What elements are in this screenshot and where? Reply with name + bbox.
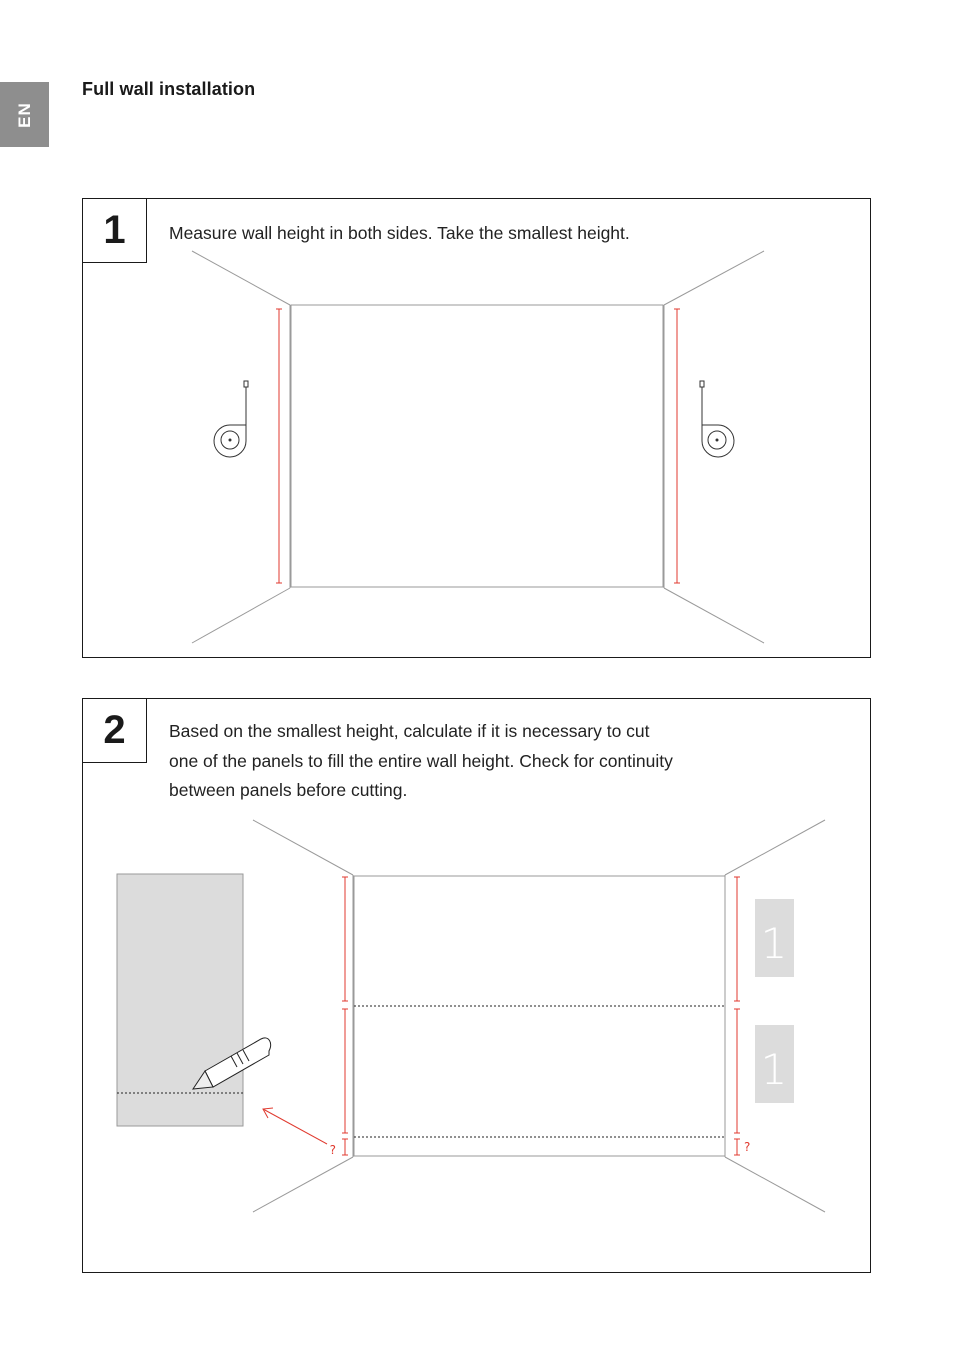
left-panel-measures: [342, 876, 348, 1156]
tape-measure-icon: [699, 380, 735, 458]
panel-seams: [354, 1005, 725, 1138]
tape-measure-icon: [213, 380, 249, 458]
step-2-line-3: between panels before cutting.: [169, 780, 408, 800]
right-panel-measures: [734, 876, 740, 1156]
room-wireframe: [252, 819, 826, 1213]
step-2-line-1: Based on the smallest height, calculate …: [169, 721, 650, 741]
arrow-icon: [262, 1107, 328, 1145]
step-1-number: 1: [82, 198, 147, 263]
step-2-box: 2 Based on the smallest height, calculat…: [82, 698, 871, 1273]
step-2-line-2: one of the panels to fill the entire wal…: [169, 750, 673, 771]
unknown-height-mark-right: ?: [744, 1140, 750, 1154]
step-1-illustration: [191, 250, 765, 644]
unknown-height-mark-left: ?: [330, 1143, 336, 1157]
language-tab-label: EN: [14, 101, 34, 128]
step-2-instruction: Based on the smallest height, calculate …: [169, 717, 769, 806]
language-tab: EN: [0, 82, 49, 147]
panel-icon-label: 1: [761, 1045, 788, 1094]
step-2-number: 2: [82, 698, 147, 763]
step-1-instruction: Measure wall height in both sides. Take …: [169, 223, 630, 243]
cut-panel: [116, 873, 244, 1127]
panel-icon: [755, 899, 794, 977]
section-title: Full wall installation: [82, 79, 256, 99]
step-1-box: 1 Measure wall height in both sides. Tak…: [82, 198, 871, 658]
height-measure-lines: [276, 308, 680, 584]
panel-icon-label: 1: [761, 919, 788, 968]
room-wireframe: [191, 250, 765, 644]
utility-knife-icon: [191, 1037, 272, 1090]
panel-icon: [755, 1025, 794, 1103]
step-2-illustration: ? ? 1 1: [116, 819, 826, 1213]
